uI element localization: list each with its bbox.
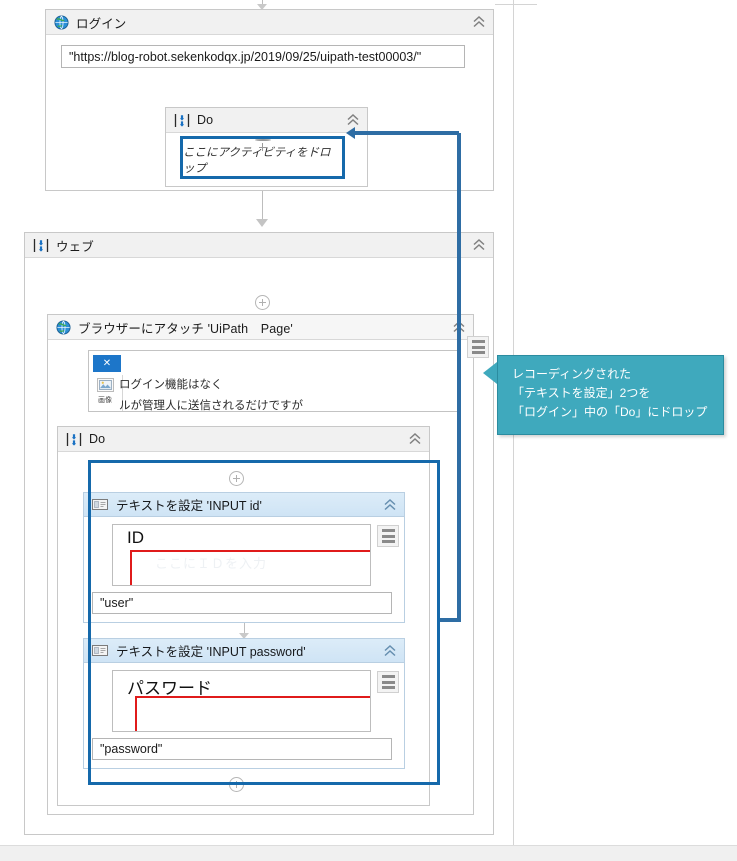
sequence-icon bbox=[33, 238, 49, 253]
type-into-icon bbox=[92, 499, 108, 510]
hamburger-icon[interactable] bbox=[377, 671, 399, 693]
drag-arrow-vertical bbox=[457, 133, 461, 622]
dropzone-label: ここにアクティビティをドロップ bbox=[183, 147, 331, 175]
password-field-label: パスワード bbox=[127, 679, 212, 698]
drag-arrow-bottom-elbow bbox=[440, 618, 461, 622]
image-caption: 画像 bbox=[98, 397, 112, 404]
web-sequence-body: ブラウザーにアタッチ 'UiPath Page' ✕ bbox=[25, 258, 493, 834]
collapse-chevron-icon[interactable] bbox=[382, 643, 398, 659]
info-text-line-2: ルが管理人に送信されるだけですが bbox=[119, 400, 303, 412]
web-sequence[interactable]: ウェブ bbox=[24, 232, 494, 835]
web-do-title: Do bbox=[89, 432, 106, 446]
login-do-title: Do bbox=[197, 113, 214, 127]
attach-browser-title: ブラウザーにアタッチ 'UiPath Page' bbox=[78, 321, 293, 336]
id-field-label: ID bbox=[127, 528, 144, 547]
login-do-header[interactable]: Do bbox=[166, 108, 367, 133]
image-placeholder-icon bbox=[97, 378, 114, 392]
web-do-container[interactable]: Do bbox=[57, 426, 430, 806]
attach-browser-activity[interactable]: ブラウザーにアタッチ 'UiPath Page' ✕ bbox=[47, 314, 489, 815]
globe-icon bbox=[56, 319, 71, 335]
set-text-id-header[interactable]: テキストを設定 'INPUT id' bbox=[84, 493, 404, 517]
top-divider bbox=[495, 4, 537, 5]
password-value-field[interactable]: "password" bbox=[92, 738, 392, 760]
set-text-id-activity[interactable]: テキストを設定 'INPUT id' bbox=[83, 492, 405, 623]
collapse-chevron-icon[interactable] bbox=[471, 14, 487, 30]
callout-line-3: 「ログイン」中の「Do」にドロップ bbox=[512, 405, 708, 419]
globe-icon bbox=[54, 14, 69, 30]
red-highlight-left bbox=[130, 550, 132, 585]
target-screenshot-preview[interactable]: ✕ 画像 ログイン機能はなく ルが管理人に送信されるだけですが bbox=[88, 350, 460, 412]
broken-image-icon: ✕ bbox=[93, 355, 121, 372]
collapse-chevron-icon[interactable] bbox=[345, 112, 361, 128]
set-text-password-body: パスワード "password" bbox=[84, 663, 404, 768]
red-highlight-left bbox=[135, 696, 137, 731]
id-field-screenshot[interactable]: ID ここにＩＤを入力 bbox=[112, 524, 371, 586]
connector-line-activities bbox=[244, 623, 245, 635]
login-sequence-body: "https://blog-robot.sekenkodqx.jp/2019/0… bbox=[46, 35, 493, 190]
login-do-container[interactable]: Do ここにアクティビティをドロップ bbox=[165, 107, 368, 187]
selected-activities-highlight bbox=[88, 460, 440, 785]
web-sequence-title: ウェブ bbox=[56, 239, 94, 254]
activity-dropzone[interactable]: ここにアクティビティをドロップ bbox=[180, 136, 345, 179]
login-sequence-title: ログイン bbox=[76, 16, 127, 31]
type-into-icon bbox=[92, 645, 108, 656]
red-highlight-top bbox=[130, 550, 370, 552]
connector-line-middle bbox=[262, 191, 263, 221]
web-do-header[interactable]: Do bbox=[58, 427, 429, 452]
drag-arrow-head bbox=[346, 127, 355, 139]
connector-arrow-top bbox=[257, 4, 267, 10]
set-text-password-activity[interactable]: テキストを設定 'INPUT password' bbox=[83, 638, 405, 769]
info-text-line-1: ログイン機能はなく bbox=[119, 379, 223, 391]
plus-circle-icon bbox=[254, 139, 271, 151]
red-highlight-top bbox=[135, 696, 370, 698]
collapse-chevron-icon[interactable] bbox=[407, 431, 423, 447]
drag-arrow-horizontal bbox=[355, 131, 459, 135]
login-sequence-header[interactable]: ログイン bbox=[46, 10, 493, 35]
sequence-icon bbox=[174, 113, 190, 128]
bottom-strip bbox=[0, 845, 737, 861]
url-value-field[interactable]: "https://blog-robot.sekenkodqx.jp/2019/0… bbox=[61, 45, 465, 68]
connector-arrow-activities bbox=[239, 633, 249, 639]
hamburger-icon[interactable] bbox=[377, 525, 399, 547]
set-text-password-header[interactable]: テキストを設定 'INPUT password' bbox=[84, 639, 404, 663]
set-text-password-title: テキストを設定 'INPUT password' bbox=[116, 645, 306, 659]
callout-line-1: レコーディングされた bbox=[512, 367, 632, 381]
web-do-body: テキストを設定 'INPUT id' bbox=[58, 452, 429, 805]
attach-browser-body: ✕ 画像 ログイン機能はなく ルが管理人に送信されるだけですが bbox=[48, 336, 489, 814]
info-divider bbox=[122, 375, 123, 411]
callout-tail bbox=[483, 362, 497, 384]
ghost-text: ここにＩＤを入力 bbox=[155, 556, 268, 571]
callout-line-2: 「テキストを設定」2つを bbox=[512, 386, 651, 400]
collapse-chevron-icon[interactable] bbox=[471, 237, 487, 253]
hamburger-icon[interactable] bbox=[467, 336, 489, 358]
connector-arrow-middle bbox=[256, 219, 268, 227]
id-value-field[interactable]: "user" bbox=[92, 592, 392, 614]
attach-browser-header[interactable]: ブラウザーにアタッチ 'UiPath Page' bbox=[48, 315, 473, 340]
password-field-screenshot[interactable]: パスワード bbox=[112, 670, 371, 732]
annotation-callout: レコーディングされた 「テキストを設定」2つを 「ログイン」中の「Do」にドロッ… bbox=[497, 355, 724, 435]
web-sequence-header[interactable]: ウェブ bbox=[25, 233, 493, 258]
set-text-id-body: ID ここにＩＤを入力 "user" bbox=[84, 517, 404, 622]
set-text-id-title: テキストを設定 'INPUT id' bbox=[116, 499, 262, 513]
add-activity-plus-icon-top[interactable] bbox=[229, 471, 244, 486]
sequence-icon bbox=[66, 432, 82, 447]
add-activity-plus-icon[interactable] bbox=[255, 295, 270, 310]
collapse-chevron-icon[interactable] bbox=[382, 497, 398, 513]
connector-line-top bbox=[262, 0, 263, 5]
login-sequence[interactable]: ログイン "https://blog-robot.sekenkodqx.jp/2… bbox=[45, 9, 494, 191]
login-do-body: ここにアクティビティをドロップ bbox=[166, 133, 367, 186]
